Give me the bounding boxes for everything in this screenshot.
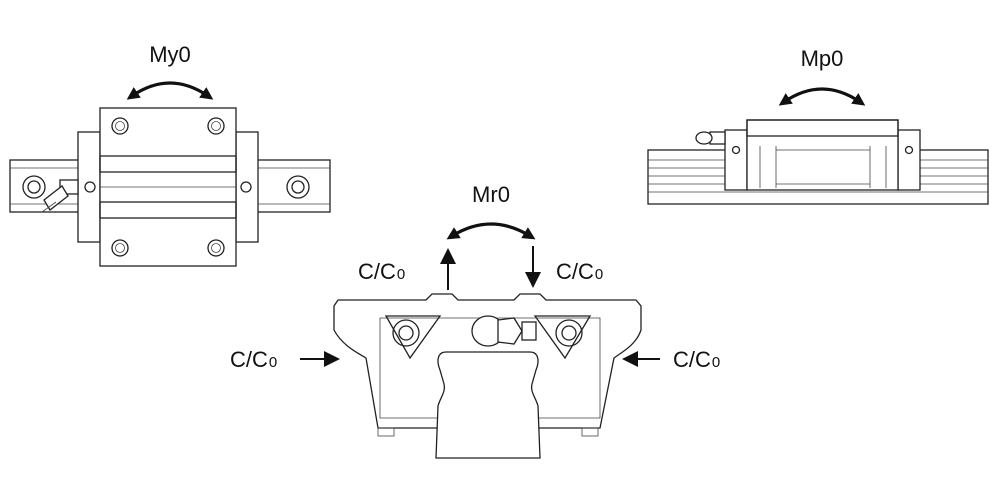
straight-arrow-icon [440, 248, 456, 264]
straight-arrow-icon [324, 351, 340, 367]
grease-nipple-icon [695, 131, 726, 145]
end-seal-right [235, 131, 259, 243]
end-seal-left [724, 129, 748, 191]
carriage-block-side [746, 119, 899, 191]
load-arrow-up [440, 248, 456, 290]
curved-double-arrow-icon [446, 222, 536, 240]
yaw-moment-arrow [126, 81, 214, 100]
rail-front [435, 351, 541, 459]
label-load-left: C/C0 [230, 347, 277, 372]
rail-hole [286, 175, 310, 199]
curved-double-arrow-icon [778, 87, 866, 106]
pitch-moment-arrow [778, 87, 866, 106]
top-view-carriage [9, 107, 331, 267]
end-seal-right [897, 129, 921, 191]
label-roll-moment: Mr0 [472, 182, 510, 207]
end-seal-left [77, 131, 101, 243]
label-load-top-left: C/C0 [358, 259, 405, 284]
load-arrow-left [622, 351, 660, 367]
curved-double-arrow-icon [126, 81, 214, 100]
grease-nipple-icon [41, 179, 79, 213]
mount-hole [111, 239, 129, 257]
roll-moment-arrow [446, 222, 536, 240]
side-view-carriage [647, 119, 989, 205]
label-yaw-moment: My0 [149, 42, 191, 67]
mount-hole [207, 117, 225, 135]
load-arrow-right [300, 351, 340, 367]
label-load-right: C/C0 [673, 347, 720, 372]
mount-hole [111, 117, 129, 135]
mount-hole [207, 239, 225, 257]
straight-arrow-icon [525, 272, 541, 288]
front-view-carriage [333, 293, 642, 459]
label-load-top-right: C/C0 [556, 259, 603, 284]
label-pitch-moment: Mp0 [801, 46, 844, 71]
grease-nipple-icon [471, 315, 537, 347]
straight-arrow-icon [622, 351, 638, 367]
rail-hole [22, 175, 46, 199]
load-arrow-down [525, 246, 541, 288]
